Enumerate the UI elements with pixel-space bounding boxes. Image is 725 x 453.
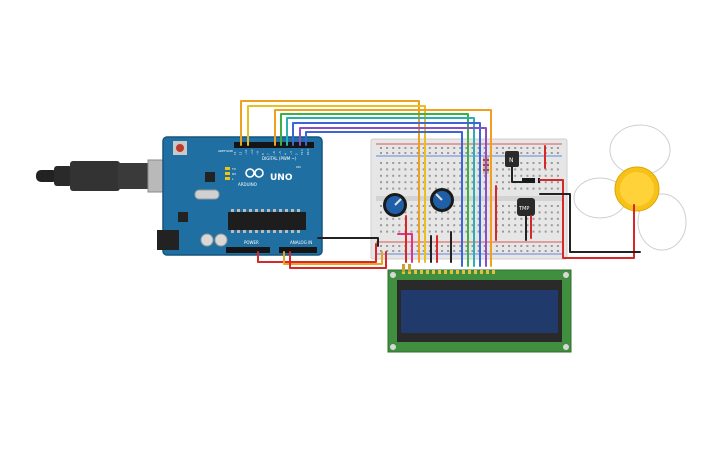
transistor-label: N: [509, 157, 514, 164]
aref-label: AREF: [218, 149, 226, 153]
digital-pin-label: 2: [295, 153, 299, 155]
arduino-logo-icon: [245, 168, 264, 178]
digital-pin-label: RX 0: [306, 149, 310, 155]
arduino-board: UNO ARDUINO DIGITAL (PWM ~) POWER ANALOG…: [157, 136, 323, 256]
usb-cable-icon: [36, 159, 185, 193]
digital-label: DIGITAL (PWM ~): [262, 156, 297, 161]
digital-pin-label: 13: [233, 151, 237, 155]
potentiometer-1[interactable]: [383, 193, 407, 217]
gnd-label: GND: [226, 149, 234, 153]
digital-pin-label: ~11: [244, 149, 248, 155]
board-logo-text: ARDUINO: [238, 182, 257, 187]
rx-label: RX: [232, 172, 236, 176]
digital-pin-label: 7: [267, 153, 271, 155]
analog-label: ANALOG IN: [290, 240, 312, 245]
digital-pin-label: ~3: [289, 151, 293, 155]
digital-pin-label: TX 1: [300, 149, 304, 155]
fan-icon: [573, 124, 687, 251]
wires: [240, 100, 641, 269]
digital-pin-label: ~5: [278, 151, 282, 155]
temp-sensor-label: TMP: [518, 206, 529, 212]
power-jack-icon: [157, 230, 179, 250]
potentiometer-2[interactable]: [430, 188, 454, 212]
transistor: N: [505, 151, 519, 167]
led-l-label: L: [232, 177, 234, 181]
tx-label: TX: [231, 167, 236, 171]
digital-pin-label: ~10: [250, 149, 254, 155]
diode: [522, 178, 540, 183]
digital-pin-label: 12: [239, 151, 243, 155]
digital-pin-label: 8: [261, 153, 265, 155]
power-label: POWER: [244, 240, 259, 245]
digital-pin-label: ~9: [255, 151, 259, 155]
board-brand: UNO: [270, 173, 293, 183]
temperature-sensor: TMP: [517, 198, 535, 216]
digital-pin-label: ~6: [272, 151, 276, 155]
digital-pin-label: 4: [283, 153, 287, 155]
on-label: ON: [296, 165, 301, 169]
lcd-display: [387, 269, 572, 353]
